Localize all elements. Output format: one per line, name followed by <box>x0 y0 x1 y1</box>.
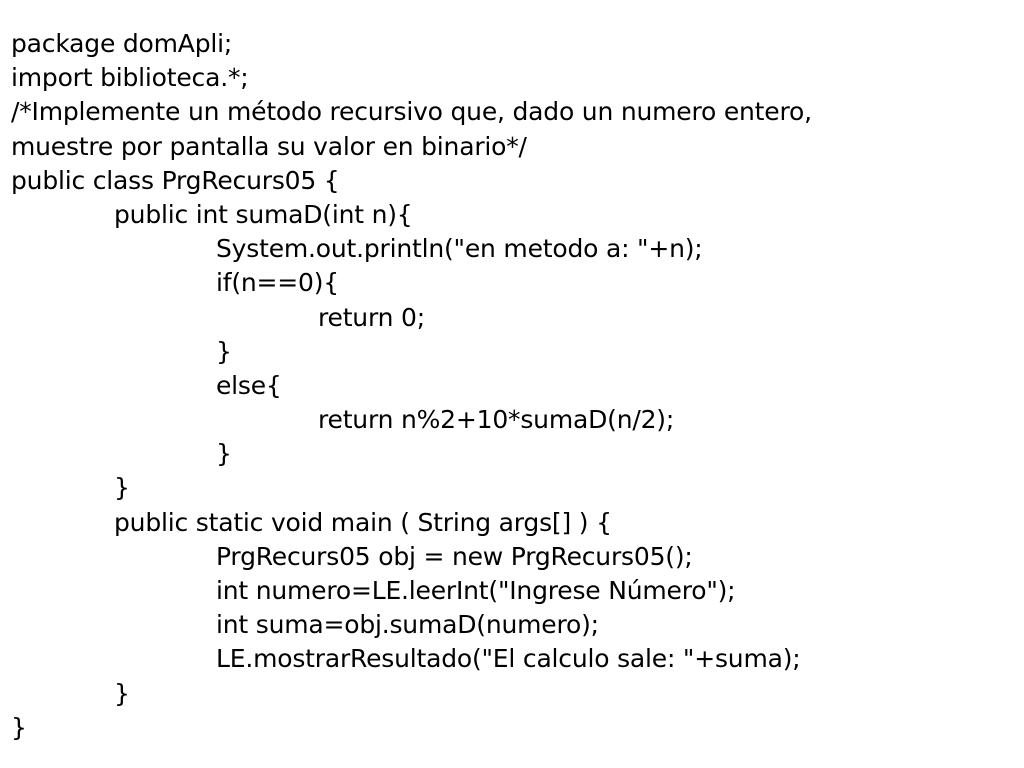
code-document: package domApli; import biblioteca.*; /*… <box>11 27 1011 745</box>
code-line-return-recursive: return n%2+10*sumaD(n/2); <box>318 405 675 435</box>
code-line-else-close: } <box>216 439 232 469</box>
code-line-method-close: } <box>114 473 130 503</box>
code-line-class-close: } <box>11 712 27 742</box>
code-line-if: if(n==0){ <box>216 268 340 298</box>
code-line-call-sumad: int suma=obj.sumaD(numero); <box>216 610 599 640</box>
code-line-comment-1: /*Implemente un método recursivo que, da… <box>11 97 812 127</box>
code-line-new-object: PrgRecurs05 obj = new PrgRecurs05(); <box>216 541 693 571</box>
code-line-return-zero: return 0; <box>318 302 425 332</box>
code-line-read-int: int numero=LE.leerInt("Ingrese Número"); <box>216 576 736 605</box>
code-line-method-sumad: public int sumaD(int n){ <box>114 199 413 229</box>
code-line-main-close: } <box>114 678 130 708</box>
code-line-package: package domApli; <box>11 29 233 58</box>
code-line-main-declaration: public static void main ( String args[] … <box>114 507 612 537</box>
code-line-class-declaration: public class PrgRecurs05 { <box>11 165 340 195</box>
code-line-import: import biblioteca.*; <box>11 63 249 93</box>
code-line-else: else{ <box>216 370 282 400</box>
code-line-if-close: } <box>216 336 232 366</box>
code-line-show-result: LE.mostrarResultado("El calculo sale: "+… <box>216 644 801 674</box>
code-line-println: System.out.println("en metodo a: "+n); <box>216 234 703 264</box>
code-line-comment-2: muestre por pantalla su valor en binario… <box>11 131 527 161</box>
